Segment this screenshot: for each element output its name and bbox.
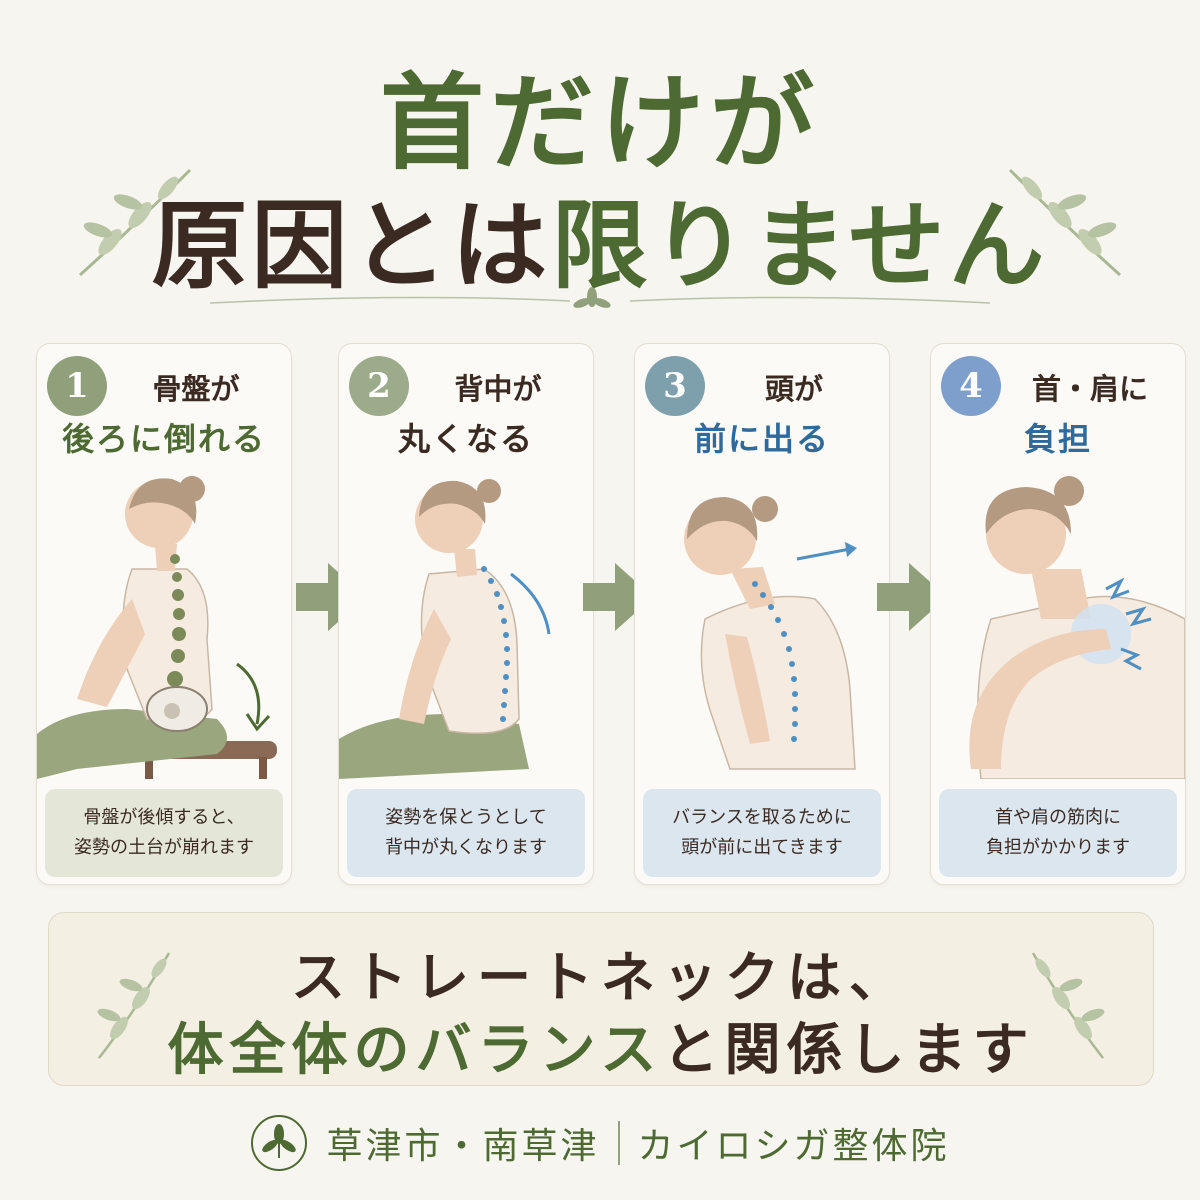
summary-highlight-1: 体全体の xyxy=(167,1017,416,1083)
leaf-branch-left-icon xyxy=(78,168,192,277)
neck-shoulder-pain-illustration xyxy=(969,476,1185,779)
leaf-branch-left-icon xyxy=(97,952,171,1059)
step-description-line-1: バランスを取るために xyxy=(672,807,852,828)
step-title-2: 前に出る xyxy=(693,420,830,458)
posture-rounded-back-illustration xyxy=(339,479,551,779)
step-description: 姿勢を保とうとして 背中が丸くなります xyxy=(347,789,585,877)
leaf-logo-icon xyxy=(251,1115,308,1171)
step-description-line-2: 頭が前に出てきます xyxy=(681,837,843,858)
divider-ornament xyxy=(210,287,990,308)
step-title-1: 首・肩に xyxy=(1031,372,1148,406)
step-card-2: 2 背中が 丸くなる 姿勢を保とうとして 背中が丸くなります xyxy=(338,343,594,885)
step-title-2: 後ろに倒れる xyxy=(61,420,266,458)
step-number-badge: 1 xyxy=(47,356,107,416)
step-description: バランスを取るために 頭が前に出てきます xyxy=(643,789,881,877)
title-line-2-highlight: 限りません xyxy=(551,189,1049,302)
step-number-badge: 3 xyxy=(645,356,705,416)
step-description: 骨盤が後傾すると、 姿勢の土台が崩れます xyxy=(45,789,283,877)
step-description-line-1: 姿勢を保とうとして xyxy=(385,807,547,828)
step-title-2: 丸くなる xyxy=(397,420,534,458)
summary-line-1: ストレートネックは、 xyxy=(291,945,911,1009)
step-description: 首や肩の筋肉に 負担がかかります xyxy=(939,789,1177,877)
title-line-2: 原因とは限りません xyxy=(0,168,1200,307)
step-card-1: 1 骨盤が 後ろに倒れる 骨盤が後傾すると、 姿勢の土台が崩れます xyxy=(36,343,292,885)
title-line-1: 首だけが xyxy=(379,61,820,184)
footer-divider xyxy=(617,1121,620,1165)
step-title-2: 負担 xyxy=(1023,420,1092,458)
step-description-line-2: 背中が丸くなります xyxy=(385,837,547,858)
step-card-4: 4 首・肩に 負担 首や肩の筋肉に 負担がかかります xyxy=(930,343,1186,885)
step-title-1: 頭が xyxy=(764,372,823,406)
step-number-badge: 2 xyxy=(349,356,409,416)
posture-pelvis-tilt-illustration xyxy=(37,476,277,779)
footer: 草津市・南草津 カイロシガ整体院 xyxy=(0,1108,1200,1178)
step-title-1: 背中が xyxy=(454,372,542,406)
title-line-2-part-1: 原因とは xyxy=(151,189,552,302)
step-description-line-2: 姿勢の土台が崩れます xyxy=(74,837,254,858)
step-description-line-1: 首や肩の筋肉に xyxy=(995,807,1121,828)
arrow-right-icon xyxy=(877,563,947,631)
step-description-line-1: 骨盤が後傾すると、 xyxy=(83,807,245,828)
step-number-badge: 4 xyxy=(941,356,1001,416)
step-card-3: 3 頭が 前に出る バランスを取るために 頭が前に出てきます xyxy=(634,343,890,885)
step-title-1: 骨盤が xyxy=(152,372,240,406)
summary-line-2-tail: と関係します xyxy=(662,1017,1035,1083)
posture-head-forward-illustration xyxy=(684,496,857,770)
summary-box: ストレートネックは、 体全体のバランスと関係します xyxy=(48,912,1154,1086)
step-description-line-2: 負担がかかります xyxy=(986,837,1130,858)
summary-highlight-2: バランス xyxy=(415,1017,663,1083)
leaf-branch-right-icon xyxy=(1031,952,1105,1059)
footer-location: 草津市・南草津 xyxy=(326,1126,600,1167)
title-area: 首だけが 原因とは限りません xyxy=(0,0,1200,330)
summary-line-2: 体全体のバランスと関係します xyxy=(49,1005,1153,1086)
footer-clinic-name: カイロシガ整体院 xyxy=(637,1126,950,1167)
leaf-branch-right-icon xyxy=(1008,168,1122,277)
